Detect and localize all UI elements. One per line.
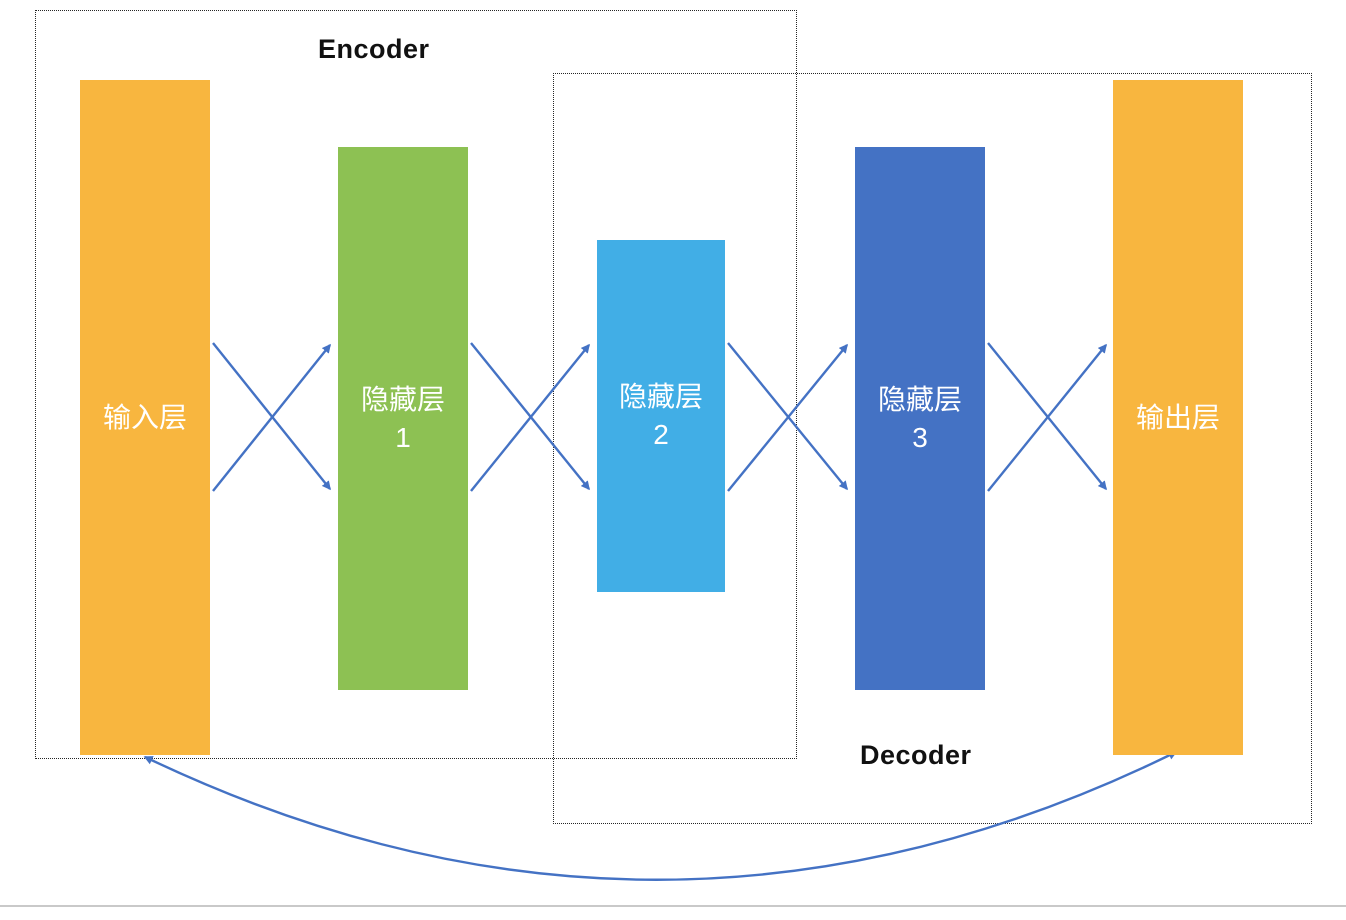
encoder-label: Encoder: [318, 34, 430, 64]
hidden-layer-1-number: 1: [395, 421, 411, 453]
input-layer-label: 输入层: [102, 401, 187, 433]
input-layer-bar: 输入层: [80, 80, 210, 755]
page-divider-line: [0, 905, 1346, 907]
output-layer-bar: 输出层: [1113, 80, 1243, 755]
hidden-layer-1-label: 隐藏层: [360, 383, 445, 415]
hidden-layer-2-label: 隐藏层: [618, 381, 703, 413]
hidden-layer-3-label: 隐藏层: [877, 383, 962, 415]
hidden-layer-1-bar: 隐藏层 1: [338, 147, 468, 690]
hidden-layer-2-number: 2: [653, 419, 669, 450]
output-layer-label: 输出层: [1135, 401, 1220, 433]
hidden-layer-3-number: 3: [912, 421, 928, 453]
hidden-layer-3-bar: 隐藏层 3: [855, 147, 985, 690]
hidden-layer-2-bar: 隐藏层 2: [597, 240, 725, 592]
decoder-label: Decoder: [860, 740, 972, 770]
